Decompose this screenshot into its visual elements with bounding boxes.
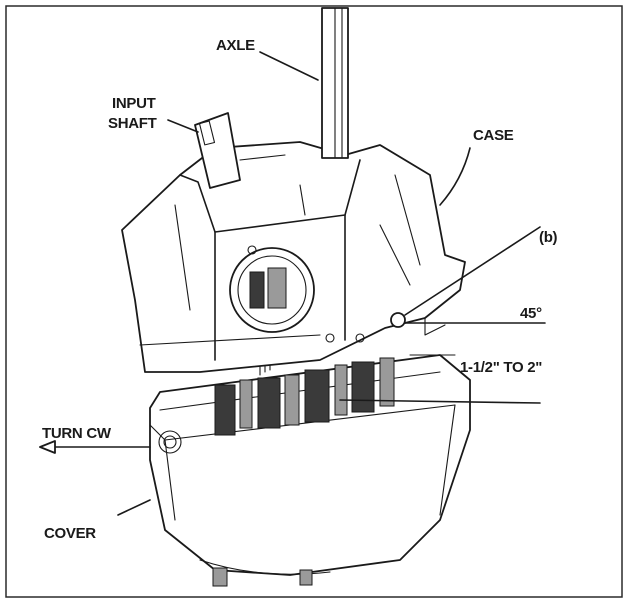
b-leader [404,226,541,316]
input-shaft-leader [167,119,199,133]
input-shaft-label-line1: INPUT [112,95,156,112]
axle [321,7,349,159]
axle-label: AXLE [216,37,255,54]
turn-arrow-head [39,440,56,454]
case-label: CASE [473,127,514,144]
internal-gears [214,344,395,436]
case-housing [121,141,466,373]
cover-leader [117,499,151,516]
b-label: (b) [539,229,558,246]
diagram-frame [5,5,623,598]
axle-leader [259,51,319,81]
input-shaft-label-line2: SHAFT [108,115,157,132]
angle-label: 45° [520,305,542,322]
input-shaft [194,112,241,189]
gap-label: 1-1/2" TO 2" [460,359,542,376]
gap-lower-line [339,399,541,404]
case-leader [439,147,471,206]
turn-label: TURN CW [42,425,112,442]
cover-label: COVER [44,525,96,542]
